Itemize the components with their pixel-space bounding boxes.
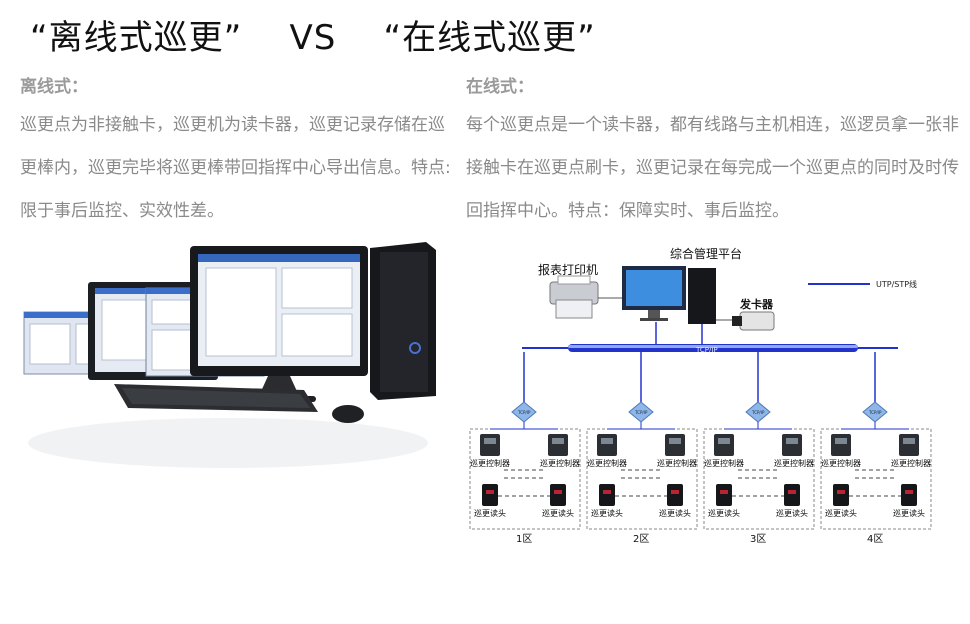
controller-label: 巡更控制器 xyxy=(540,458,580,468)
patrol-controller: 巡更控制器 xyxy=(774,434,814,468)
reader-label: 巡更读头 xyxy=(659,508,691,518)
patrol-reader: 巡更读头 xyxy=(659,484,691,518)
online-description: 每个巡更点是一个读卡器，都有线路与主机相连，巡逻员拿一张非接触卡在巡更点刷卡，巡… xyxy=(466,115,959,221)
zone-label: 4区 xyxy=(867,533,883,545)
legend-label: UTP/STP线 xyxy=(876,279,917,289)
reader-label: 巡更读头 xyxy=(591,508,623,518)
mouse xyxy=(332,405,364,423)
controller-label: 巡更控制器 xyxy=(470,458,510,468)
printer-label: 报表打印机 xyxy=(538,262,598,277)
patrol-controller: 巡更控制器 xyxy=(891,434,931,468)
reader-label: 巡更读头 xyxy=(825,508,857,518)
patrol-reader: 巡更读头 xyxy=(893,484,925,518)
legend: UTP/STP线 xyxy=(808,279,917,289)
patrol-controller: 巡更控制器 xyxy=(821,434,861,468)
patrol-reader: 巡更读头 xyxy=(591,484,623,518)
computer-workstation-image xyxy=(23,242,436,468)
pc-tower xyxy=(370,242,436,400)
patrol-controller: 巡更控制器 xyxy=(704,434,744,468)
converter-label: TCP/IP xyxy=(751,410,765,415)
online-heading: 在线式： xyxy=(466,77,534,97)
converter-label: TCP/IP xyxy=(868,410,882,415)
bus-label: TCP/IP xyxy=(695,346,718,354)
keyboard xyxy=(114,384,318,412)
online-topology-diagram: 报表打印机 综合管理平台 发卡器 UTP/STP线 TCP/IP TCP/IP 巡… xyxy=(469,246,932,545)
reader-label: 巡更读头 xyxy=(776,508,808,518)
page-title: “离线式巡更” VS “在线式巡更” xyxy=(30,18,596,58)
controller-label: 巡更控制器 xyxy=(657,458,697,468)
patrol-reader: 巡更读头 xyxy=(708,484,740,518)
controller-label: 巡更控制器 xyxy=(821,458,861,468)
zone-label: 1区 xyxy=(516,533,532,545)
reader-label: 巡更读头 xyxy=(474,508,506,518)
controller-label: 巡更控制器 xyxy=(774,458,814,468)
patrol-reader: 巡更读头 xyxy=(776,484,808,518)
patrol-controller: 巡更控制器 xyxy=(657,434,697,468)
patrol-controller: 巡更控制器 xyxy=(540,434,580,468)
converter-label: TCP/IP xyxy=(517,410,531,415)
patrol-reader: 巡更读头 xyxy=(542,484,574,518)
network-converter-icon: TCP/IP xyxy=(628,401,654,423)
patrol-reader: 巡更读头 xyxy=(474,484,506,518)
patrol-reader: 巡更读头 xyxy=(825,484,857,518)
controller-label: 巡更控制器 xyxy=(587,458,627,468)
platform-label: 综合管理平台 xyxy=(670,246,742,261)
issuer-label: 发卡器 xyxy=(739,297,774,311)
offline-description: 巡更点为非接触卡，巡更机为读卡器，巡更记录存储在巡更棒内，巡更完毕将巡更棒带回指… xyxy=(20,115,451,221)
workstation-icon xyxy=(622,266,716,324)
offline-heading: 离线式： xyxy=(20,77,88,97)
patrol-controller: 巡更控制器 xyxy=(587,434,627,468)
reader-label: 巡更读头 xyxy=(542,508,574,518)
zone-label: 2区 xyxy=(633,533,649,545)
card-issuer-icon xyxy=(732,311,775,331)
reader-label: 巡更读头 xyxy=(893,508,925,518)
network-converter-icon: TCP/IP xyxy=(862,401,888,423)
controller-label: 巡更控制器 xyxy=(891,458,931,468)
patrol-controller: 巡更控制器 xyxy=(470,434,510,468)
tcpip-backbone: TCP/IP xyxy=(568,344,858,354)
controller-label: 巡更控制器 xyxy=(704,458,744,468)
zone-label: 3区 xyxy=(750,533,766,545)
network-converter-icon: TCP/IP xyxy=(745,401,771,423)
network-converter-icon: TCP/IP xyxy=(511,401,537,423)
reader-label: 巡更读头 xyxy=(708,508,740,518)
monitor-main xyxy=(190,246,368,402)
printer-icon xyxy=(549,275,599,319)
converter-label: TCP/IP xyxy=(634,410,648,415)
